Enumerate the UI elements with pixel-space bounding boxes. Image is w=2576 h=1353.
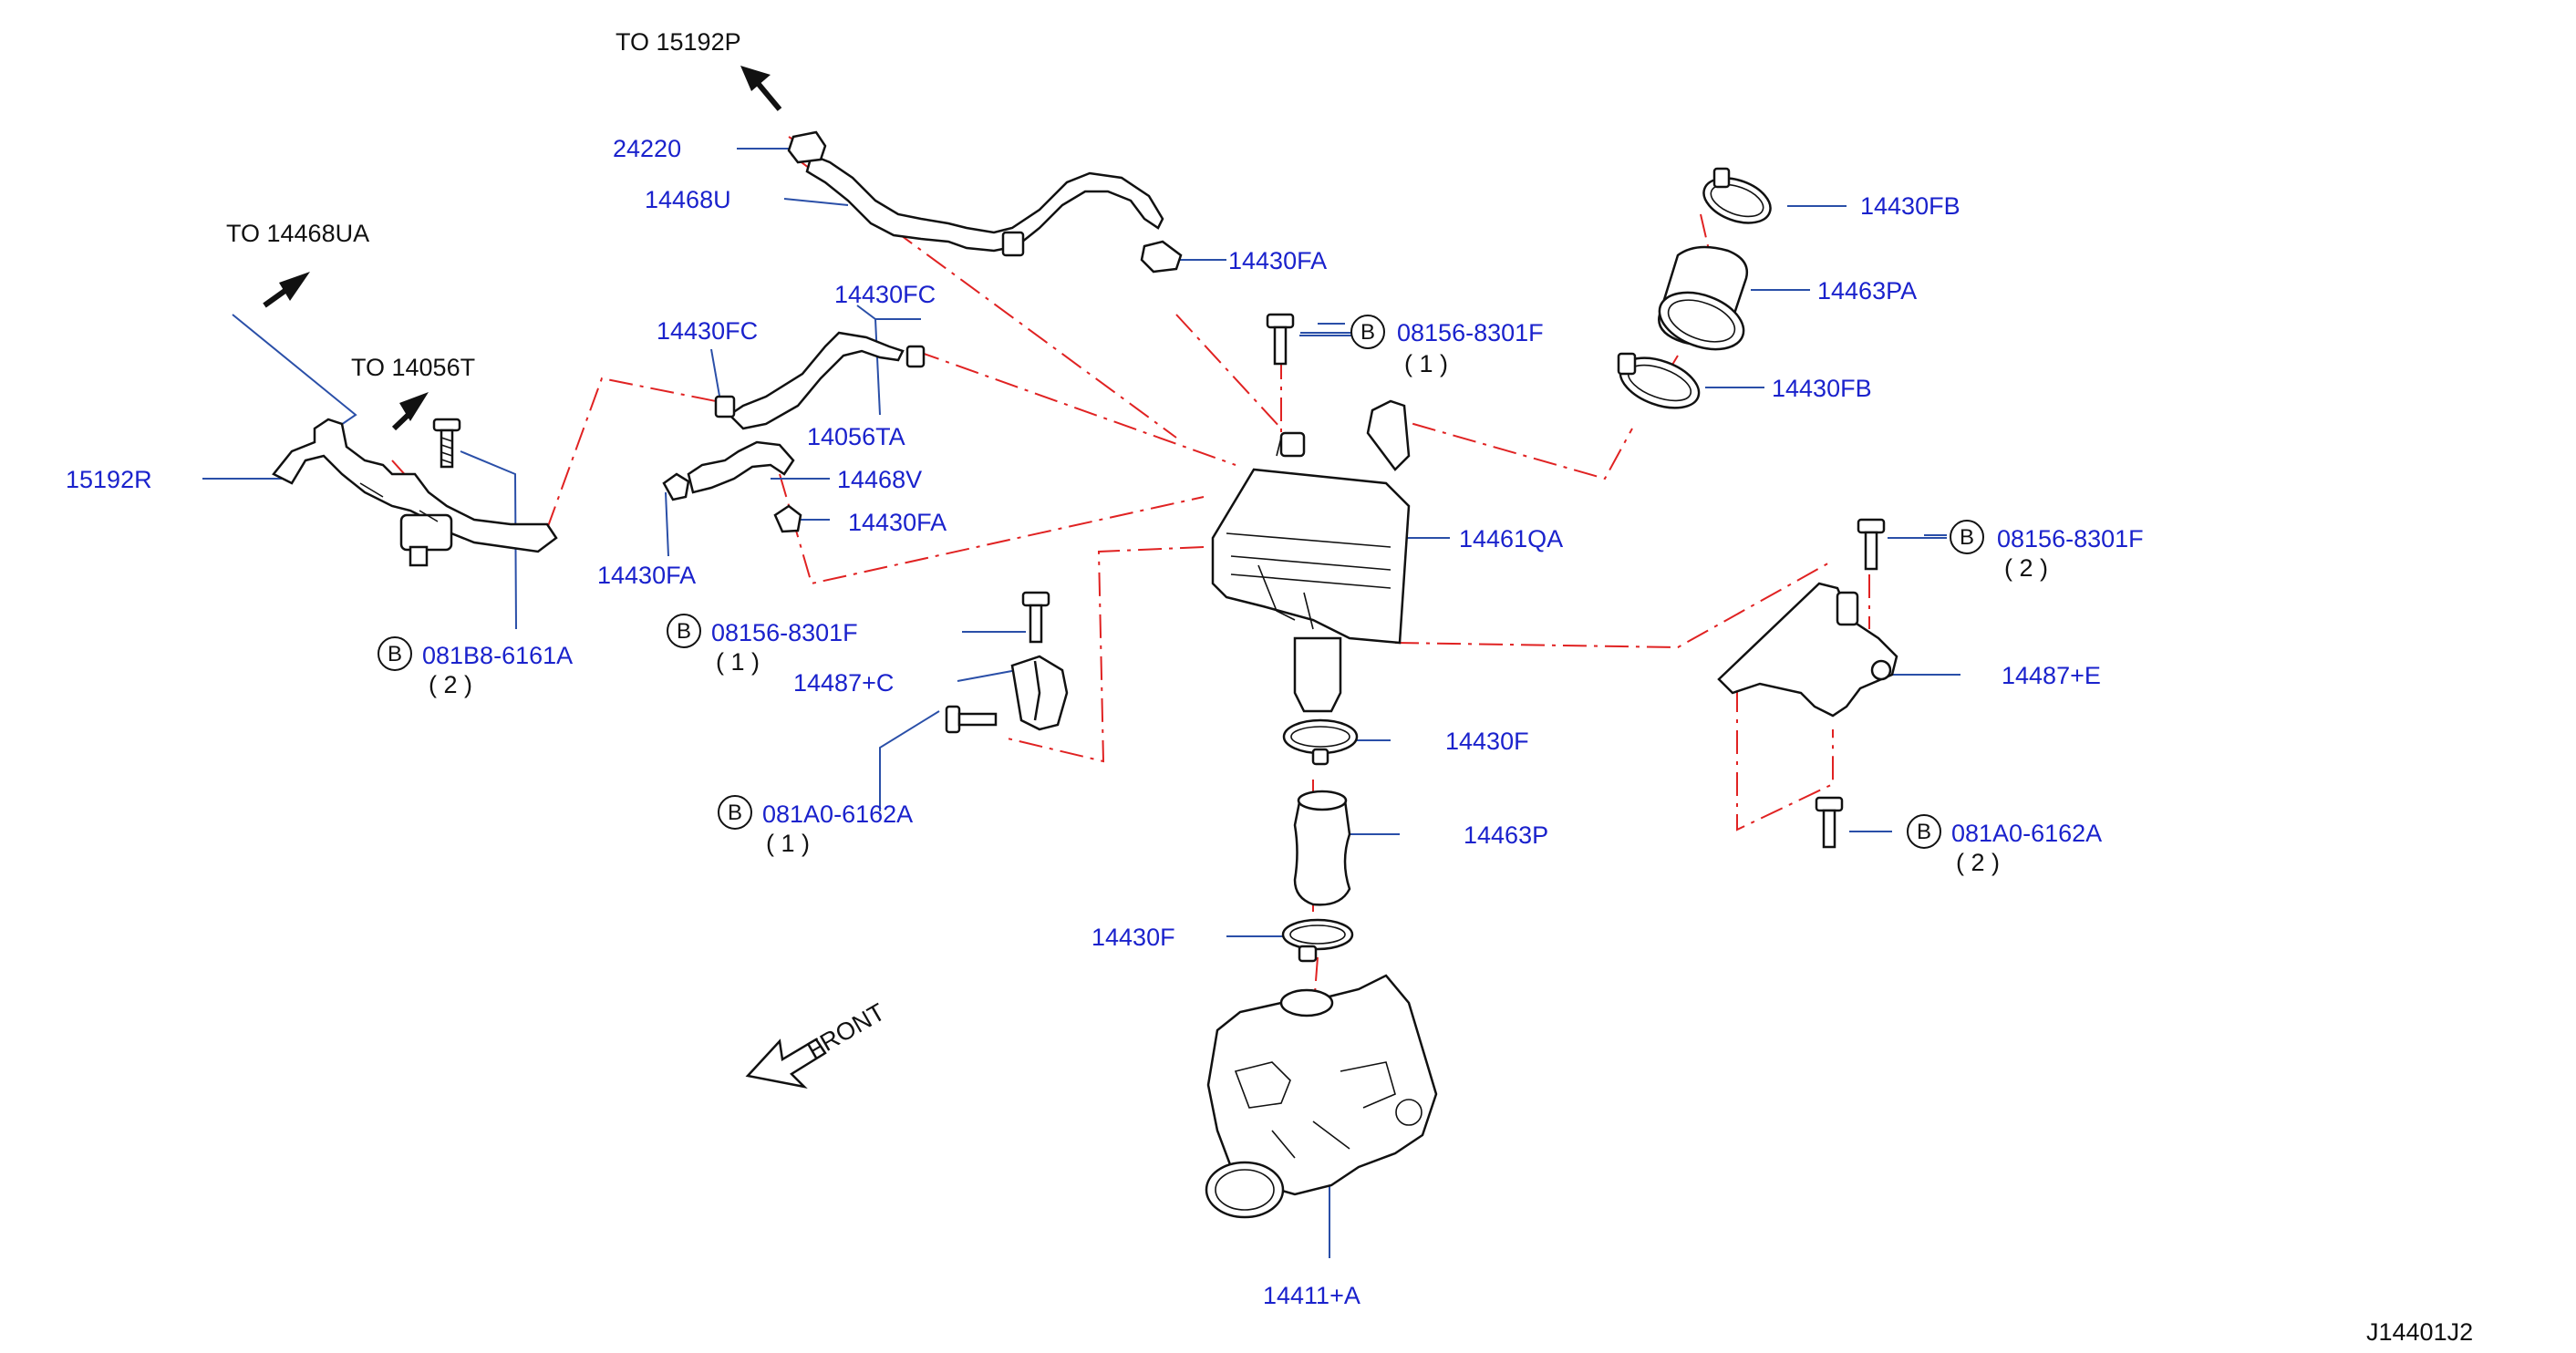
label-14487e[interactable]: 14487+E xyxy=(2002,662,2101,689)
callout-081a0-a[interactable]: B 081A0-6162A ( 1 ) xyxy=(718,795,913,857)
qty-08156-b: ( 2 ) xyxy=(2004,554,2048,582)
ref-to-14468ua: TO 14468UA xyxy=(226,220,369,247)
ref-to-14056t: TO 14056T xyxy=(351,354,475,381)
label-14430fc-b[interactable]: 14430FC xyxy=(834,281,936,308)
direction-arrows xyxy=(263,66,782,431)
label-14430fa-mid[interactable]: 14430FA xyxy=(848,509,947,536)
bracket-14487e xyxy=(1717,582,1898,718)
label-08156-8301f-b: 08156-8301F xyxy=(1997,525,2144,553)
bolt-08156-a xyxy=(1266,313,1295,366)
intercooler-14461qa xyxy=(1211,399,1411,713)
label-14487c[interactable]: 14487+C xyxy=(793,669,894,697)
label-24220[interactable]: 24220 xyxy=(613,135,681,162)
qty-081a0-b: ( 2 ) xyxy=(1956,849,2000,876)
label-14430fa-left[interactable]: 14430FA xyxy=(597,562,696,589)
label-15192r[interactable]: 15192R xyxy=(66,466,152,493)
bolt-symbol: B xyxy=(1917,820,1931,844)
label-14468v[interactable]: 14468V xyxy=(837,466,922,493)
hose-14056ta xyxy=(714,331,926,430)
duct-14463pa xyxy=(1658,245,1749,351)
bolt-symbol: B xyxy=(728,800,742,825)
label-081a0-6162a-a: 081A0-6162A xyxy=(762,800,913,828)
label-14463p[interactable]: 14463P xyxy=(1464,821,1548,849)
label-14468u[interactable]: 14468U xyxy=(645,186,731,213)
bolt-081a0-a xyxy=(945,705,998,734)
clamp-14430f-a xyxy=(1282,718,1359,766)
diagram-id: J14401J2 xyxy=(2366,1318,2473,1346)
callout-08156-c[interactable]: B 08156-8301F ( 1 ) xyxy=(667,614,858,676)
bolt-08156-c xyxy=(1021,591,1050,644)
bolt-symbol: B xyxy=(1360,320,1375,345)
bracket-14487c xyxy=(1010,655,1069,731)
callout-08156-b[interactable]: B 08156-8301F ( 2 ) xyxy=(1950,520,2144,582)
hose-14468u xyxy=(805,153,1164,257)
bolt-081b8 xyxy=(432,418,461,469)
label-081b8-6161a: 081B8-6161A xyxy=(422,642,573,669)
callout-081b8[interactable]: B 081B8-6161A ( 2 ) xyxy=(378,636,573,698)
qty-081b8: ( 2 ) xyxy=(429,671,472,698)
label-14411a[interactable]: 14411+A xyxy=(1263,1282,1360,1309)
bolt-081a0-b xyxy=(1815,796,1844,849)
bolt-08156-b xyxy=(1857,518,1886,571)
callout-081a0-b[interactable]: B 081A0-6162A ( 2 ) xyxy=(1907,814,2102,876)
front-label: FRONT xyxy=(802,998,890,1064)
qty-081a0-a: ( 1 ) xyxy=(766,830,810,857)
duct-14463p xyxy=(1293,790,1351,906)
label-14430fb-bot[interactable]: 14430FB xyxy=(1772,375,1872,402)
clamp-24220 xyxy=(787,130,827,164)
label-14430fc-a[interactable]: 14430FC xyxy=(657,317,758,345)
bolt-symbol: B xyxy=(388,642,402,666)
callout-08156-a[interactable]: B 08156-8301F ( 1 ) xyxy=(1350,315,1544,377)
qty-08156-a: ( 1 ) xyxy=(1404,350,1448,377)
label-14056ta[interactable]: 14056TA xyxy=(807,423,905,450)
ref-to-15192p: TO 15192P xyxy=(616,28,741,56)
label-14430f-a[interactable]: 14430F xyxy=(1445,728,1529,755)
clamp-14430fb-bot xyxy=(1617,352,1701,409)
label-14463pa[interactable]: 14463PA xyxy=(1817,277,1917,305)
qty-08156-c: ( 1 ) xyxy=(716,648,760,676)
label-14430fb-top[interactable]: 14430FB xyxy=(1860,192,1960,220)
label-14461qa[interactable]: 14461QA xyxy=(1459,525,1563,553)
hose-14468v xyxy=(662,440,802,533)
throttle-body-14411a xyxy=(1205,974,1438,1219)
label-08156-8301f-c: 08156-8301F xyxy=(711,619,858,646)
clamp-14430fb-top xyxy=(1702,167,1772,224)
label-08156-8301f-a: 08156-8301F xyxy=(1397,319,1544,346)
clamp-14430fa-top xyxy=(1140,240,1183,274)
label-081a0-6162a-b: 081A0-6162A xyxy=(1951,820,2102,847)
label-14430f-b[interactable]: 14430F xyxy=(1091,924,1175,951)
clamp-14430f-b xyxy=(1281,918,1354,963)
pipe-15192r xyxy=(272,418,558,567)
bolt-symbol: B xyxy=(1960,525,1974,550)
front-indicator xyxy=(745,1038,827,1090)
assembly-dash-lines xyxy=(391,136,1870,1017)
bolt-symbol: B xyxy=(677,619,691,644)
label-14430fa-top[interactable]: 14430FA xyxy=(1228,247,1327,274)
